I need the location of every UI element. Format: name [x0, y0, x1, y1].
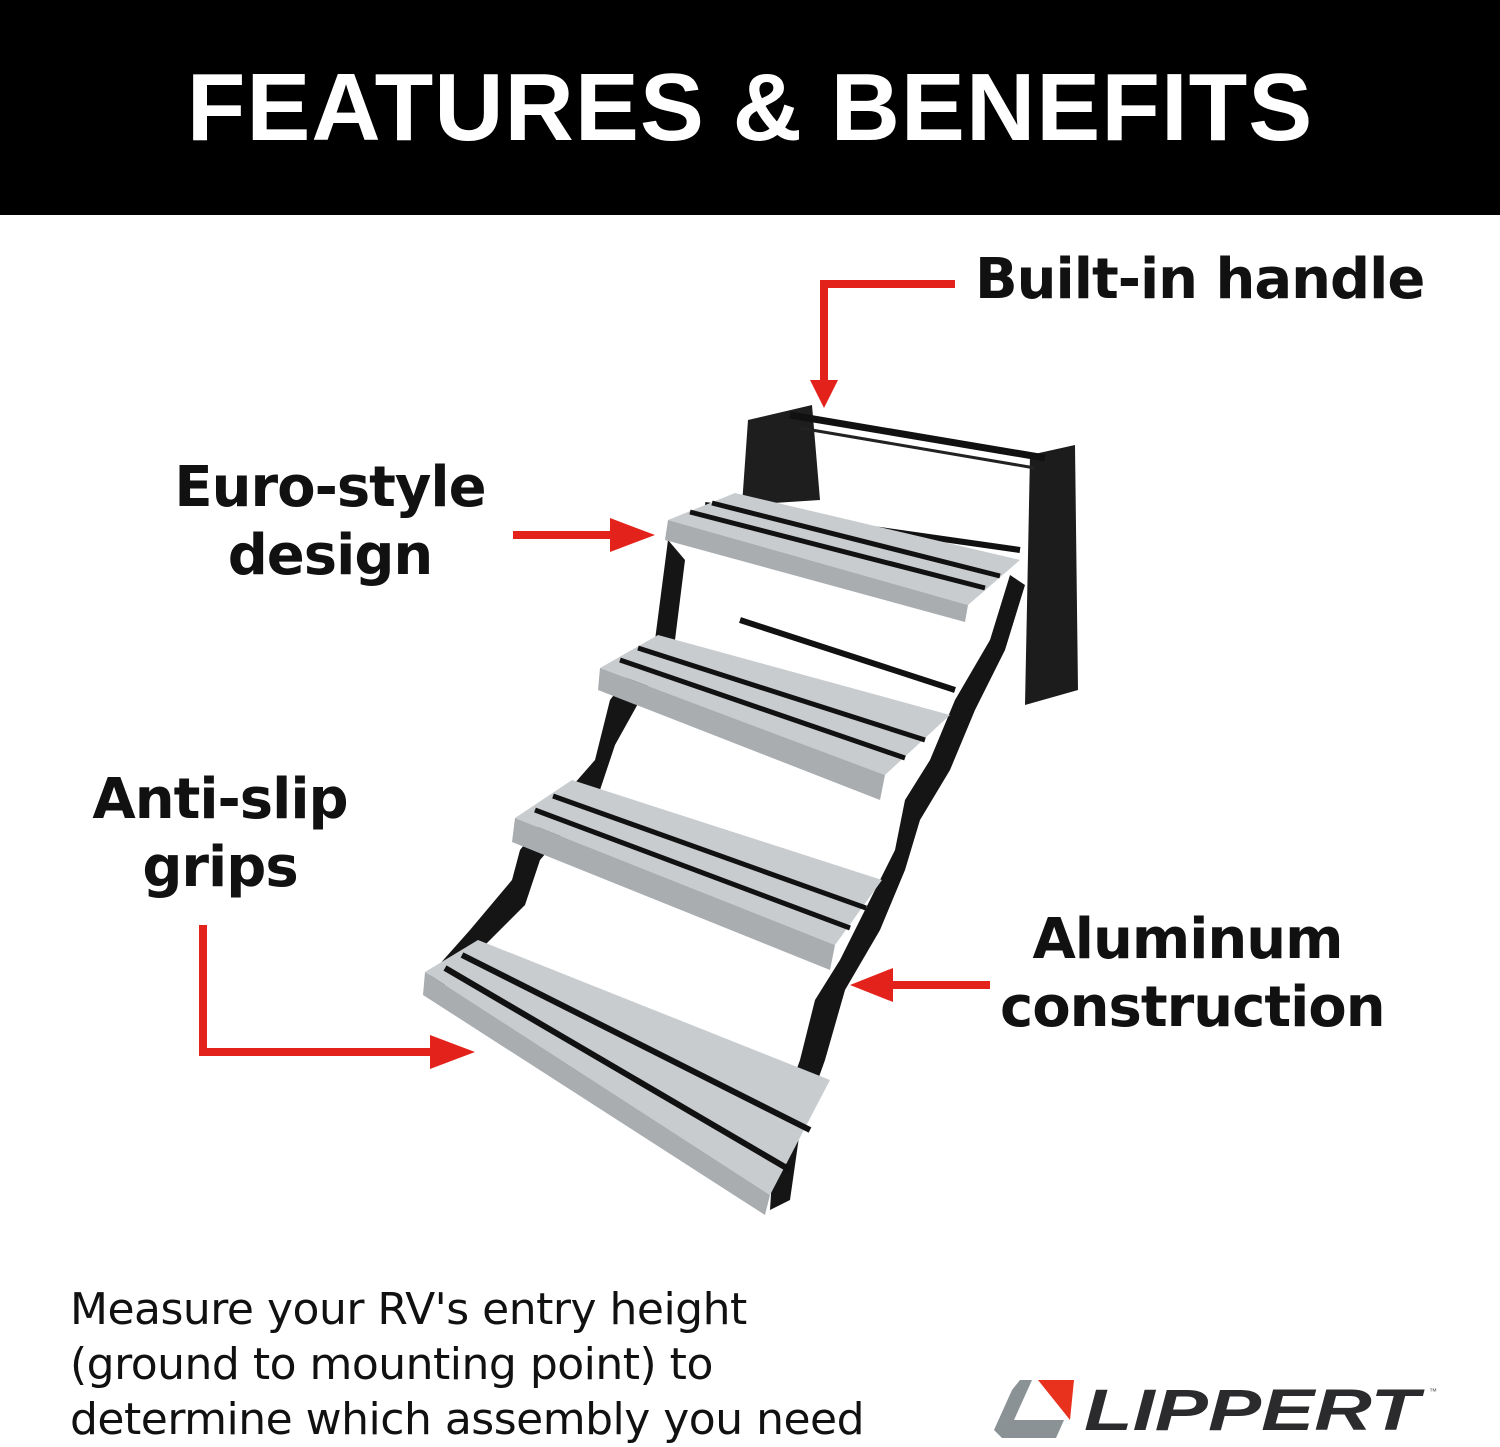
tread-2 [598, 635, 950, 800]
header-banner: FEATURES & BENEFITS [0, 0, 1500, 215]
callout-aluminum: Aluminum construction [1000, 906, 1386, 1042]
callout-text: Aluminum [1032, 907, 1343, 972]
measurement-note: Measure your RV's entry height (ground t… [70, 1282, 865, 1447]
arrow-handle [820, 280, 955, 385]
right-stringer [770, 575, 1025, 1210]
note-line: determine which assembly you need [70, 1394, 865, 1445]
callout-text: Built-in handle [975, 247, 1425, 312]
lippert-logo: LIPPERT ™ [994, 1378, 1437, 1443]
callout-anti-slip: Anti-slip grips [70, 766, 370, 902]
arrowhead-handle [810, 380, 838, 408]
callout-text: design [227, 523, 434, 588]
left-mount-plate [742, 405, 820, 505]
svg-text:™: ™ [1429, 1387, 1437, 1396]
callout-text: Euro-style [174, 455, 486, 520]
tread-1 [665, 493, 1020, 622]
note-line: (ground to mounting point) to [70, 1339, 713, 1390]
callout-euro-style: Euro-style design [170, 454, 490, 590]
tread-4 [423, 940, 830, 1215]
callout-text: construction [1000, 975, 1386, 1040]
logo-mark-red [1038, 1380, 1074, 1420]
callout-built-in-handle: Built-in handle [975, 246, 1425, 314]
note-line: Measure your RV's entry height [70, 1284, 747, 1335]
callout-text: Anti-slip [92, 767, 348, 832]
page-title: FEATURES & BENEFITS [186, 53, 1314, 161]
handle-bar [789, 411, 1046, 462]
arrow-antislip [199, 925, 440, 1056]
callout-text: grips [142, 835, 298, 900]
tread-3 [512, 780, 882, 970]
logo-mark-gray [994, 1380, 1064, 1438]
right-mount-plate [1025, 445, 1078, 705]
left-stringer [430, 540, 685, 990]
svg-text:LIPPERT: LIPPERT [1084, 1378, 1425, 1443]
